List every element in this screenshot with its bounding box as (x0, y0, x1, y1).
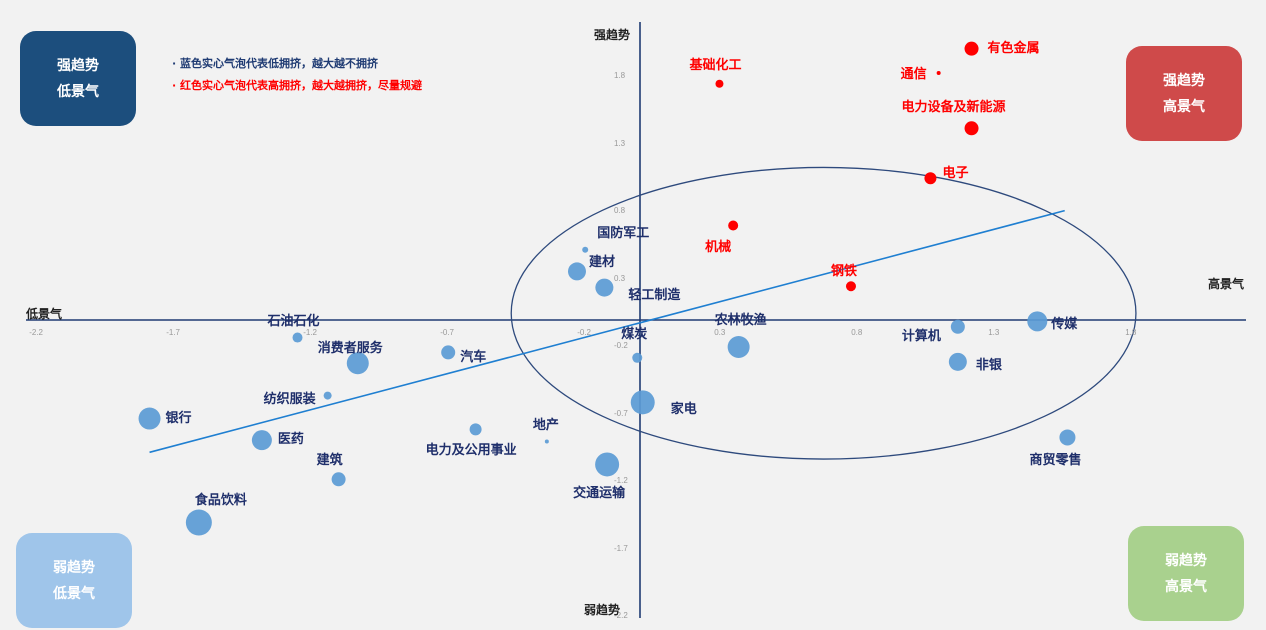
trend-line (149, 209, 1065, 454)
y-tick: 1.3 (614, 138, 626, 148)
bubble (582, 246, 589, 253)
y-tick: -1.7 (614, 543, 628, 553)
bubble (630, 390, 655, 415)
focus-ellipse (510, 166, 1137, 460)
bubble-label: 电力设备及新能源 (901, 100, 1006, 116)
bubble-label: 电子 (942, 166, 969, 182)
bubble-label: 农林牧渔 (714, 313, 767, 328)
bubble-label: 医药 (277, 432, 304, 448)
bubble (936, 70, 941, 75)
quadrant-line1: 强趋势 (1163, 72, 1205, 89)
quadrant-weak-trend-high-prosperity: 弱趋势 高景气 (1128, 526, 1244, 621)
y-tick: -2.2 (614, 611, 628, 620)
y-axis-bottom-label: 弱趋势 (584, 603, 621, 617)
bubble (964, 121, 979, 136)
x-tick: -2.2 (29, 328, 43, 337)
bubble (727, 336, 750, 358)
bubble-label: 计算机 (901, 328, 941, 344)
bubble-label: 钢铁 (830, 264, 857, 280)
bubble-label: 轻工制造 (628, 287, 681, 303)
bubble-label: 家电 (670, 402, 697, 418)
y-tick: 1.8 (614, 71, 626, 80)
quadrant-line2: 低景气 (53, 585, 95, 602)
x-tick: 0.8 (851, 328, 863, 337)
x-tick: 1.3 (988, 328, 1000, 337)
bubble (567, 262, 586, 281)
x-tick: -0.2 (577, 328, 591, 337)
bubble-label: 交通运输 (573, 486, 626, 502)
bubbles (138, 41, 1076, 536)
bubble-label: 基础化工 (689, 57, 742, 73)
quadrant-line1: 弱趋势 (1165, 552, 1207, 569)
bubble (138, 407, 161, 430)
quadrant-line2: 低景气 (57, 83, 99, 100)
quadrant-line1: 强趋势 (57, 57, 99, 74)
bubble (715, 79, 724, 88)
bubble-label: 石油石化 (267, 313, 320, 329)
bubble (1027, 311, 1048, 332)
y-tick: 0.3 (614, 273, 626, 283)
bubble-label: 银行 (165, 410, 192, 426)
x-tick: -1.7 (166, 328, 180, 337)
x-axis-right-label: 高景气 (1208, 277, 1245, 291)
x-tick: -0.7 (440, 328, 454, 337)
bubble-label: 传媒 (1051, 317, 1078, 333)
y-tick: -1.2 (614, 476, 628, 485)
bubble-label: 地产 (532, 417, 559, 433)
bubble-label: 商贸零售 (1029, 453, 1082, 469)
bubble-label: 机械 (705, 239, 732, 255)
bubble (924, 172, 937, 185)
x-axis-left-label: 低景气 (26, 307, 63, 321)
x-tick: 1.8 (1125, 328, 1137, 337)
bubble-label: 建材 (588, 255, 615, 271)
bubble (469, 423, 482, 436)
bubble (964, 41, 979, 56)
bubble (595, 278, 614, 297)
quadrant-line2: 高景气 (1165, 578, 1207, 595)
bubble (948, 352, 967, 371)
y-tick: 0.8 (614, 206, 626, 215)
bubble-label: 非银 (975, 357, 1002, 373)
bubble (323, 391, 332, 400)
bubble-label: 有色金属 (987, 40, 1040, 56)
legend-blue: · 蓝色实心气泡代表低拥挤，越大越不拥挤 (172, 57, 379, 70)
bubble (185, 509, 212, 536)
x-tick: 0.3 (714, 328, 726, 337)
bubble-label: 纺织服装 (263, 391, 316, 407)
quadrant-strong-trend-high-prosperity: 强趋势 高景气 (1126, 46, 1242, 141)
bubble-label: 通信 (900, 66, 927, 82)
legend: · 蓝色实心气泡代表低拥挤，越大越不拥挤 · 红色实心气泡代表高拥挤，越大越拥挤… (172, 53, 422, 97)
bubble-label: 食品饮料 (194, 492, 247, 508)
bubble-label: 国防军工 (597, 225, 650, 241)
focus-ellipse-shape (510, 166, 1137, 460)
quadrant-strong-trend-low-prosperity: 强趋势 低景气 (20, 31, 136, 126)
bubble (441, 345, 456, 360)
quadrant-line2: 高景气 (1163, 98, 1205, 115)
bubble (845, 281, 856, 292)
quadrant-weak-trend-low-prosperity: 弱趋势 低景气 (16, 533, 132, 628)
bubble (346, 352, 369, 375)
legend-red: · 红色实心气泡代表高拥挤，越大越拥挤，尽量规避 (172, 79, 423, 92)
bubble (544, 439, 549, 444)
bubble-label: 建筑 (316, 453, 343, 469)
bubble (292, 332, 303, 343)
y-tick: -0.2 (614, 341, 628, 350)
bubble-label: 汽车 (460, 350, 487, 366)
y-tick: -0.7 (614, 408, 628, 418)
bubble (331, 472, 346, 487)
bubble (632, 352, 643, 363)
x-tick: -1.2 (303, 328, 317, 337)
bubble-label: 煤炭 (621, 326, 648, 342)
bubble (950, 319, 965, 334)
y-axis-top-label: 强趋势 (594, 28, 631, 42)
bubble-label: 消费者服务 (317, 341, 383, 357)
bubble (728, 220, 739, 231)
bubble (1059, 429, 1076, 446)
bubble (251, 430, 272, 451)
bubble (595, 452, 620, 477)
bubble-label: 电力及公用事业 (425, 443, 517, 459)
trend-line-shape (149, 209, 1065, 454)
quadrant-line1: 弱趋势 (53, 559, 95, 576)
